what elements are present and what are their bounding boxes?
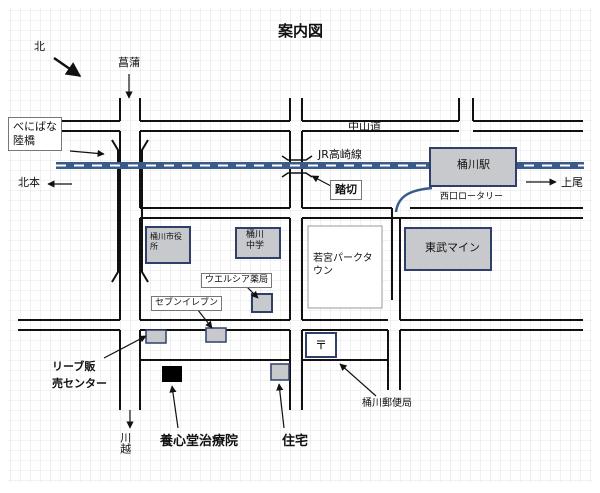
post-mark: 〒 — [315, 338, 328, 352]
bridge-right — [141, 139, 149, 283]
reebok-building — [145, 329, 167, 344]
road-edge-13 — [458, 98, 474, 121]
seven-eleven-label: セブンイレブン — [151, 296, 223, 312]
nakasendo-label: 中山道 — [348, 120, 381, 133]
kawagoe-label: 川越 — [118, 432, 132, 454]
wakamiya-park-label: 若宮パークタウン — [313, 253, 373, 277]
okegawa-station-building — [429, 147, 517, 187]
benibana-bridge-label: べにばな 陸橋 — [8, 117, 62, 151]
wakamiya-park-block — [307, 225, 383, 309]
arrow-fumikiri — [311, 175, 332, 187]
clinic-label: 養心堂治療院 — [160, 434, 239, 449]
post-office-building — [305, 332, 337, 358]
arrow-post-office — [339, 363, 377, 397]
grid-pattern — [8, 8, 592, 482]
arrow-reebok — [103, 335, 147, 359]
residence-label: 住宅 — [282, 434, 309, 449]
north-arrow — [53, 56, 82, 78]
arrow-residence — [276, 383, 285, 429]
welcia-building — [251, 293, 273, 313]
post-office-label: 桶川郵便局 — [362, 398, 412, 409]
jr-line-label: JR高崎線 — [318, 148, 362, 161]
jhs-building — [235, 227, 281, 259]
rotary-curve — [394, 186, 433, 213]
tobu-mine-building — [404, 227, 492, 271]
nishiguchi-rotary-label: 西口ロータリー — [440, 192, 504, 202]
road-edge-14 — [391, 208, 401, 320]
reebok-label: リーブ販 売センター — [52, 360, 107, 391]
map-title: 案内図 — [278, 22, 324, 40]
welcia-label: ウエルシア薬局 — [201, 273, 273, 289]
fumikiri-label: 踏切 — [330, 180, 362, 200]
city-hall-label: 桶川市役所 — [150, 232, 182, 251]
railway-line — [56, 162, 584, 169]
seven-eleven-building — [205, 327, 227, 343]
road-edge-12 — [387, 330, 401, 390]
okegawa-jhs-label: 桶川 中学 — [246, 230, 265, 252]
arrow-benibana — [69, 149, 105, 158]
arrow-clinic — [169, 385, 179, 429]
bridge-left — [111, 139, 119, 283]
residence-building — [270, 363, 290, 381]
ageo-label: 上尾 — [561, 176, 583, 189]
north-label: 北 — [34, 40, 45, 53]
shoubu-label: 菖蒲 — [118, 56, 140, 69]
kitamoto-label: 北本 — [18, 176, 40, 189]
city-hall-building — [145, 226, 191, 264]
okegawa-station-label: 桶川駅 — [457, 158, 490, 171]
tobu-mine-label: 東武マイン — [425, 241, 480, 254]
clinic-building — [162, 366, 182, 382]
level-crossing — [281, 155, 313, 178]
